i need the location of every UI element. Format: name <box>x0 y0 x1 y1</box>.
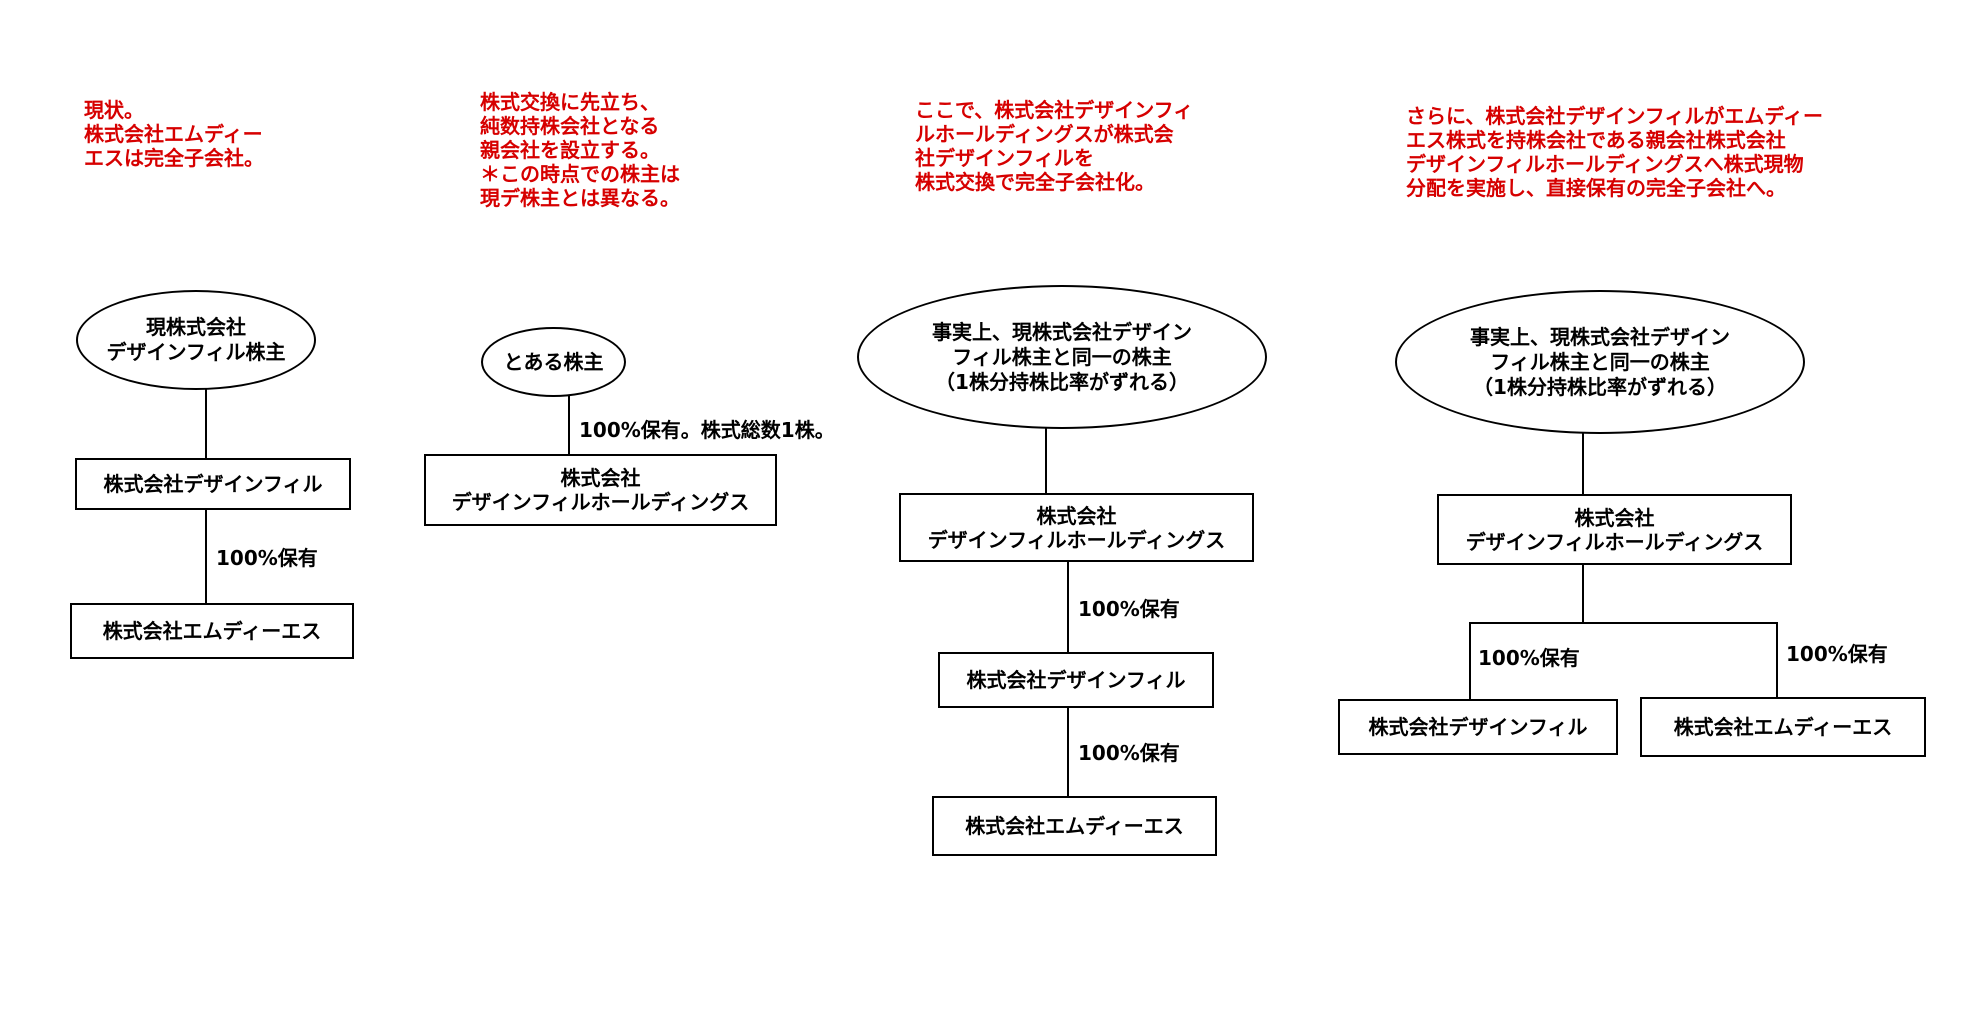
step1-connector-2 <box>205 510 207 603</box>
step3-note: ここで、株式会社デザインフィ ルホールディングスが株式会 社デザインフィルを 株… <box>915 98 1194 194</box>
step4-company-holdings: 株式会社 デザインフィルホールディングス <box>1437 494 1792 565</box>
step3-company-holdings: 株式会社 デザインフィルホールディングス <box>899 493 1254 562</box>
step2-company-holdings: 株式会社 デザインフィルホールディングス <box>424 454 777 526</box>
step2-connector <box>568 396 570 454</box>
step3-ownership-label-1: 100%保有 <box>1078 597 1180 621</box>
step3-connector-1 <box>1045 428 1047 493</box>
step4-company-mds: 株式会社エムディーエス <box>1640 697 1926 757</box>
step2-note: 株式交換に先立ち、 純数持株会社となる 親会社を設立する。 ＊この時点での株主は… <box>480 90 680 210</box>
step1-company-mds: 株式会社エムディーエス <box>70 603 354 659</box>
step3-company-mds: 株式会社エムディーエス <box>932 796 1217 856</box>
step1-connector-1 <box>205 389 207 458</box>
step4-branch-left <box>1469 622 1471 700</box>
step4-ownership-label-right: 100%保有 <box>1786 642 1888 666</box>
step4-company-designphil: 株式会社デザインフィル <box>1338 699 1618 755</box>
step3-ownership-label-2: 100%保有 <box>1078 741 1180 765</box>
step3-shareholder-node: 事実上、現株式会社デザイン フィル株主と同一の株主 （1株分持株比率がずれる） <box>857 285 1267 429</box>
step4-ownership-label-left: 100%保有 <box>1478 646 1580 670</box>
step3-connector-3 <box>1067 708 1069 796</box>
step1-shareholder-node: 現株式会社 デザインフィル株主 <box>76 290 316 390</box>
step3-company-designphil: 株式会社デザインフィル <box>938 652 1214 708</box>
step3-connector-2 <box>1067 562 1069 652</box>
step4-shareholder-node: 事実上、現株式会社デザイン フィル株主と同一の株主 （1株分持株比率がずれる） <box>1395 290 1805 434</box>
step4-connector-2 <box>1582 565 1584 622</box>
step1-ownership-label: 100%保有 <box>216 546 318 570</box>
step4-connector-1 <box>1582 433 1584 494</box>
step1-note: 現状。 株式会社エムディー エスは完全子会社。 <box>84 98 264 170</box>
step2-ownership-label: 100%保有。株式総数1株。 <box>579 418 835 442</box>
step1-company-designphil: 株式会社デザインフィル <box>75 458 351 510</box>
step4-branch-right <box>1776 622 1778 698</box>
step4-note: さらに、株式会社デザインフィルがエムディー エス株式を持株会社である親会社株式会… <box>1406 104 1823 200</box>
step2-shareholder-node: とある株主 <box>481 327 626 397</box>
step4-branch-line <box>1469 622 1778 624</box>
